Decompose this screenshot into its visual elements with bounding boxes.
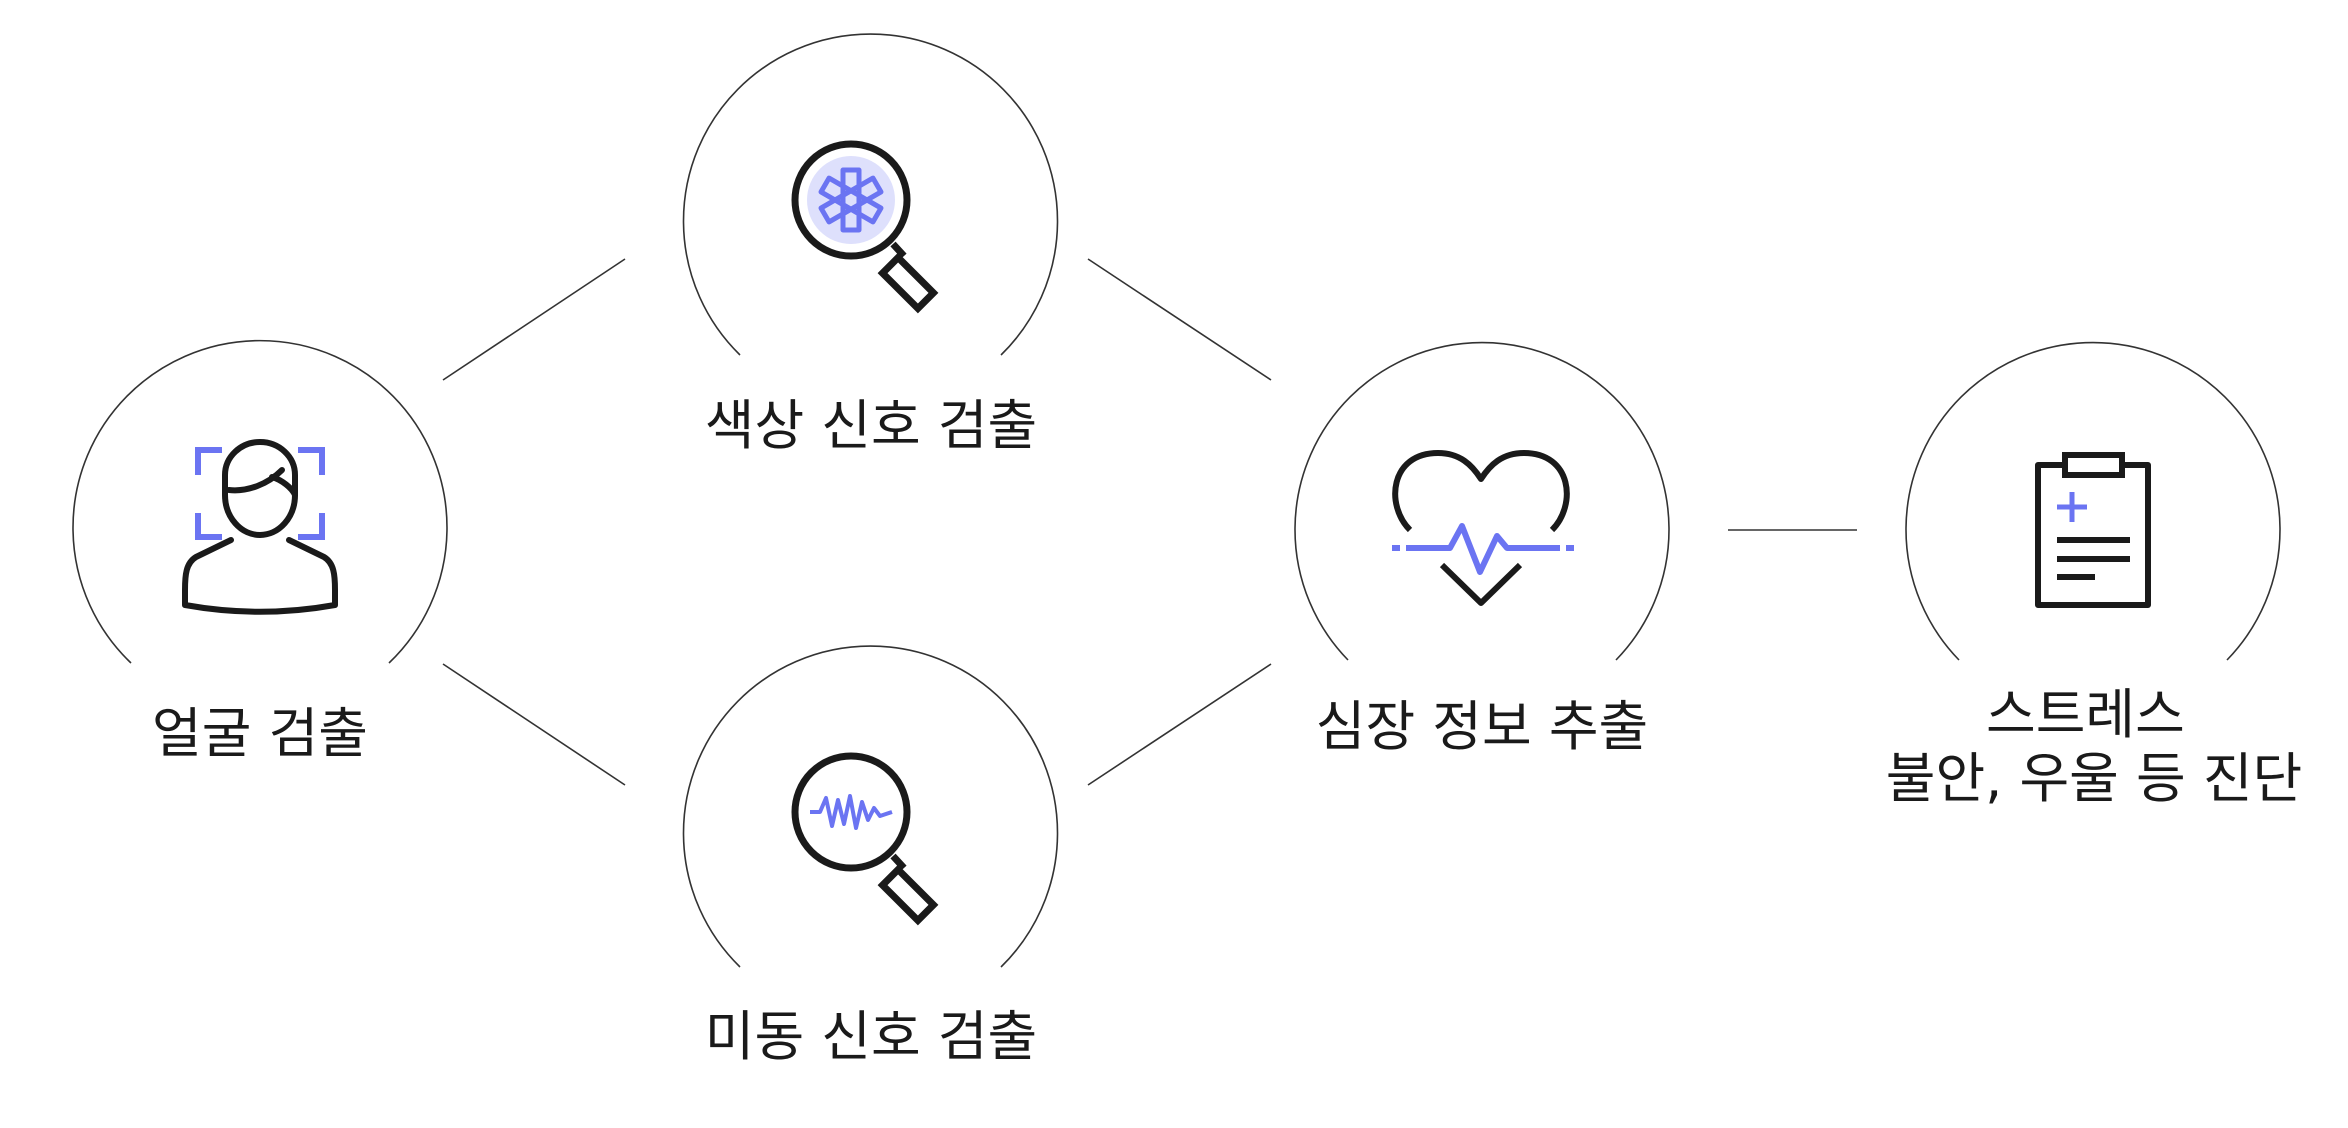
label-line: 불안, 우울 등 진단 [1886,747,2302,810]
node-label: 미동 신호 검출 [705,1005,1037,1068]
edge-face-to-color [442,258,626,381]
node-face-detection: 얼굴 검출 [72,339,448,765]
magnifier-waveform-icon [791,752,939,926]
node-arc [72,339,448,664]
node-color-signal-detection: 색상 신호 검출 [682,33,1059,457]
node-label: 심장 정보 추출 [1316,695,1648,758]
edge-color-to-cardiac [1087,258,1272,381]
edge-face-to-motion [442,663,626,786]
node-label: 얼굴 검출 [152,702,368,765]
node-arc [1294,341,1670,661]
label-line: 스트레스 [1986,683,2185,746]
heart-pulse-icon [1392,450,1574,606]
node-label: 스트레스 불안, 우울 등 진단 [1886,683,2302,810]
label-line: 심장 정보 추출 [1316,695,1648,758]
node-cardiac-info-extraction: 심장 정보 추출 [1294,341,1670,758]
clipboard-medical-icon [2035,452,2151,608]
connectors [442,258,1857,786]
label-line: 색상 신호 검출 [705,394,1037,457]
label-line: 미동 신호 검출 [705,1005,1037,1068]
face-scan-icon [182,439,338,615]
node-arc [682,33,1059,356]
node-micro-motion-detection: 미동 신호 검출 [682,645,1059,1068]
label-line: 얼굴 검출 [152,702,368,765]
node-label: 색상 신호 검출 [705,394,1037,457]
node-arc [682,645,1059,968]
magnifier-medical-icon [791,140,939,314]
edge-motion-to-cardiac [1087,663,1272,786]
node-arc [1905,341,2281,661]
node-diagnosis: 스트레스 불안, 우울 등 진단 [1886,341,2302,810]
